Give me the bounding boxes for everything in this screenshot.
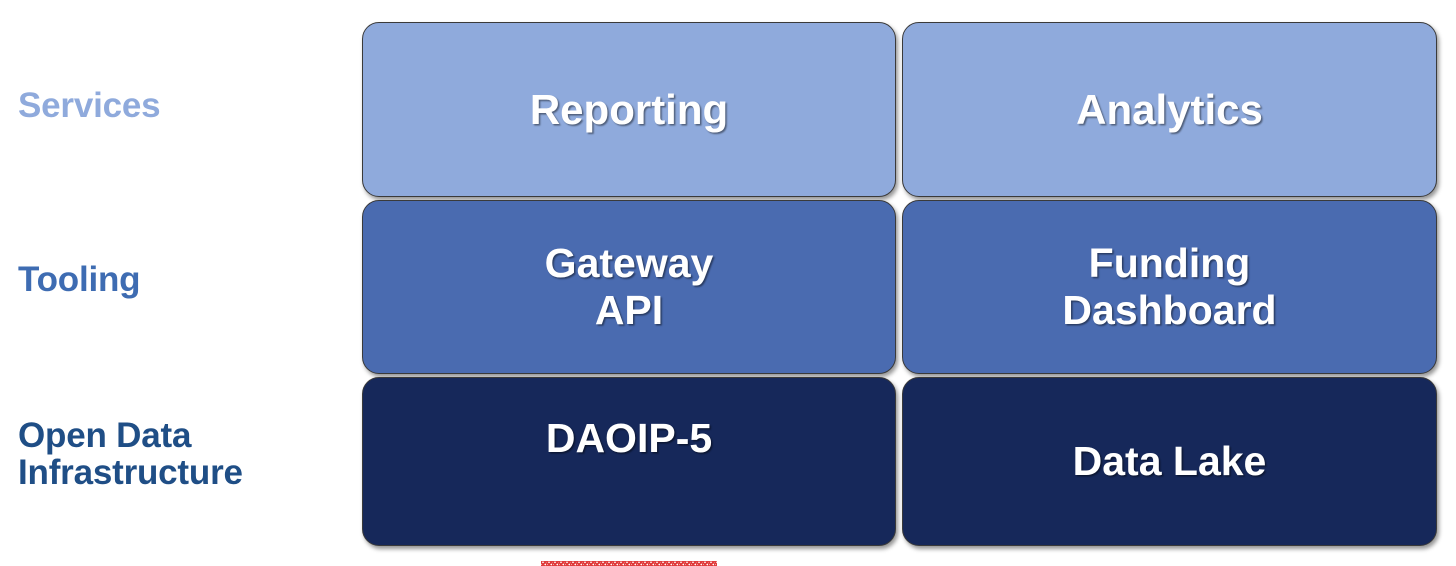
box-analytics[interactable]: Analytics bbox=[902, 22, 1437, 197]
box-gateway-api[interactable]: Gateway API bbox=[362, 200, 896, 374]
box-reporting[interactable]: Reporting bbox=[362, 22, 896, 197]
box-funding-dashboard-label: Funding Dashboard bbox=[1062, 240, 1277, 333]
box-gateway-api-label: Gateway API bbox=[544, 240, 714, 333]
box-reporting-label: Reporting bbox=[529, 85, 729, 133]
box-data-lake-label: Data Lake bbox=[1072, 438, 1267, 485]
box-daoip-5-label: DAOIP-5 bbox=[545, 414, 713, 461]
box-daoip-5[interactable]: DAOIP-5 bbox=[362, 377, 896, 566]
spellcheck-wrapper: DAOIP-5 bbox=[540, 368, 718, 566]
box-funding-dashboard[interactable]: Funding Dashboard bbox=[902, 200, 1437, 374]
row-label-services: Services bbox=[18, 86, 161, 125]
row-label-open-data-infrastructure: Open Data Infrastructure bbox=[18, 416, 243, 492]
box-data-lake[interactable]: Data Lake bbox=[902, 377, 1437, 546]
box-analytics-label: Analytics bbox=[1076, 85, 1263, 133]
spellcheck-squiggle-underline-icon bbox=[540, 561, 718, 566]
row-label-tooling: Tooling bbox=[18, 260, 141, 299]
